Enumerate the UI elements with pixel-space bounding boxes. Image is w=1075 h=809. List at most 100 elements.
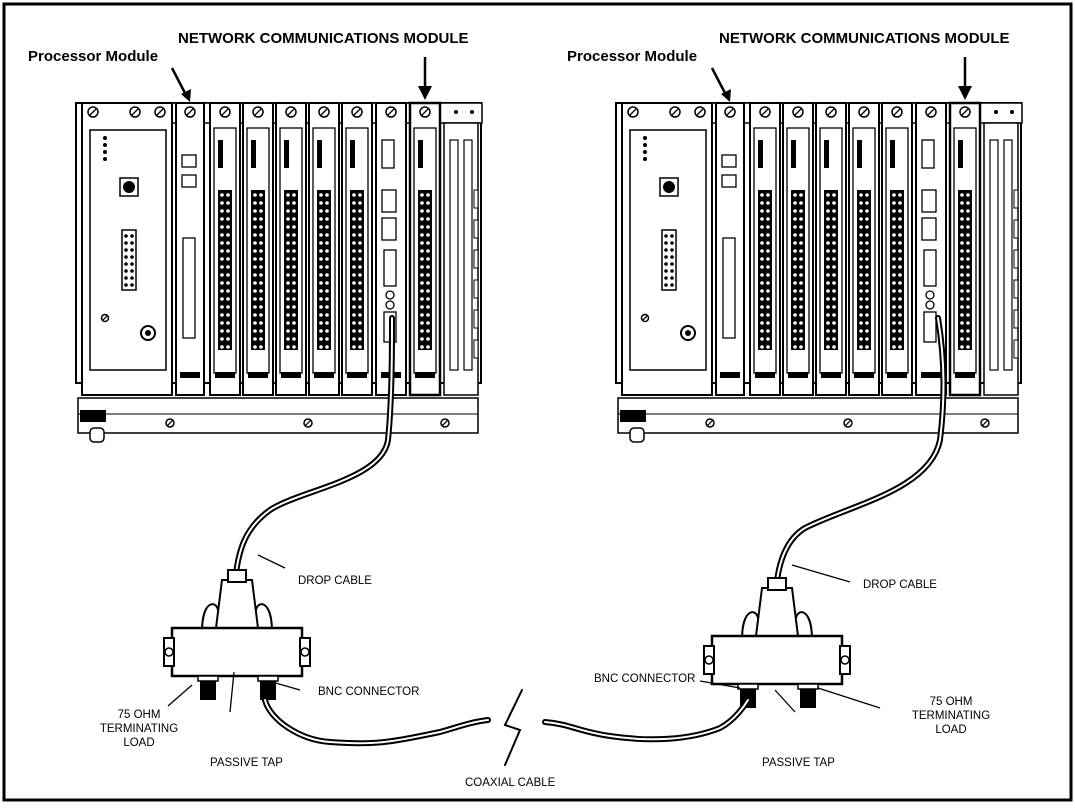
terminal — [420, 265, 424, 269]
terminal — [426, 289, 430, 293]
battery-connector-core — [685, 330, 691, 336]
terminal — [766, 257, 770, 261]
terminal — [960, 201, 964, 205]
terminal — [352, 281, 356, 285]
slot-tab — [1013, 249, 1019, 269]
terminal — [426, 209, 430, 213]
terminal — [426, 265, 430, 269]
terminal — [220, 337, 224, 341]
rivet — [454, 110, 458, 114]
leader-term-right — [817, 687, 881, 709]
terminal — [220, 281, 224, 285]
terminal — [325, 241, 329, 245]
terminal — [286, 321, 290, 325]
keyswitch-knob — [663, 181, 675, 193]
terminal — [892, 209, 896, 213]
terminal — [760, 193, 764, 197]
terminal — [966, 217, 970, 221]
terminal — [793, 337, 797, 341]
terminal — [325, 233, 329, 237]
terminal — [226, 193, 230, 197]
terminal — [966, 297, 970, 301]
terminal — [960, 233, 964, 237]
terminal — [286, 313, 290, 317]
terminal — [865, 281, 869, 285]
terminal — [865, 321, 869, 325]
bnc-collar — [737, 683, 759, 690]
terminal — [426, 345, 430, 349]
terminal — [420, 209, 424, 213]
terminal — [898, 313, 902, 317]
terminal — [426, 281, 430, 285]
terminal — [960, 297, 964, 301]
tap-body — [710, 634, 844, 686]
module-label — [215, 372, 235, 378]
status-led — [103, 143, 107, 147]
screw-slot — [982, 420, 988, 426]
serial-port — [121, 229, 137, 291]
terminal — [799, 217, 803, 221]
terminal — [826, 289, 830, 293]
terminal — [286, 193, 290, 197]
terminal — [832, 257, 836, 261]
processor-label-right: Processor Module — [567, 48, 697, 65]
terminal — [352, 321, 356, 325]
terminal — [865, 345, 869, 349]
terminal — [832, 281, 836, 285]
terminal — [859, 273, 863, 277]
terminal — [286, 209, 290, 213]
pin — [664, 283, 668, 287]
terminal — [420, 297, 424, 301]
terminal — [259, 257, 263, 261]
terminal — [352, 297, 356, 301]
pin — [670, 276, 674, 280]
terminal — [898, 249, 902, 253]
terminal — [220, 225, 224, 229]
slot-tab — [473, 279, 479, 299]
rivet — [470, 110, 474, 114]
terminal — [865, 305, 869, 309]
terminal — [286, 289, 290, 293]
terminal — [253, 345, 257, 349]
terminal — [966, 281, 970, 285]
terminal — [859, 321, 863, 325]
terminal-strip — [218, 190, 232, 350]
terminal — [352, 337, 356, 341]
terminal — [319, 265, 323, 269]
terminal — [793, 329, 797, 333]
terminal — [832, 233, 836, 237]
terminal — [319, 337, 323, 341]
terminal-strip — [758, 190, 772, 350]
terminal — [259, 273, 263, 277]
terminal — [966, 201, 970, 205]
terminal — [960, 257, 964, 261]
terminal — [352, 265, 356, 269]
terminal — [966, 257, 970, 261]
terminal — [286, 217, 290, 221]
expansion-port — [182, 237, 196, 339]
terminal — [319, 305, 323, 309]
terminal — [220, 217, 224, 221]
terminal — [253, 225, 257, 229]
terminal-strip — [284, 190, 298, 350]
terminal — [766, 329, 770, 333]
load-collar — [797, 683, 819, 690]
terminal — [358, 273, 362, 277]
terminal — [358, 249, 362, 253]
terminal — [292, 273, 296, 277]
led — [925, 290, 935, 300]
terminal — [766, 313, 770, 317]
slot-tab — [473, 189, 479, 209]
terminal — [420, 193, 424, 197]
tap-screw — [704, 655, 714, 665]
terminal — [319, 289, 323, 293]
terminal — [826, 297, 830, 301]
terminal — [859, 289, 863, 293]
terminal — [292, 217, 296, 221]
terminal — [892, 249, 896, 253]
slot-guide — [1003, 139, 1013, 371]
terminal — [220, 297, 224, 301]
terminal — [286, 201, 290, 205]
terminal — [799, 257, 803, 261]
terminal — [892, 265, 896, 269]
